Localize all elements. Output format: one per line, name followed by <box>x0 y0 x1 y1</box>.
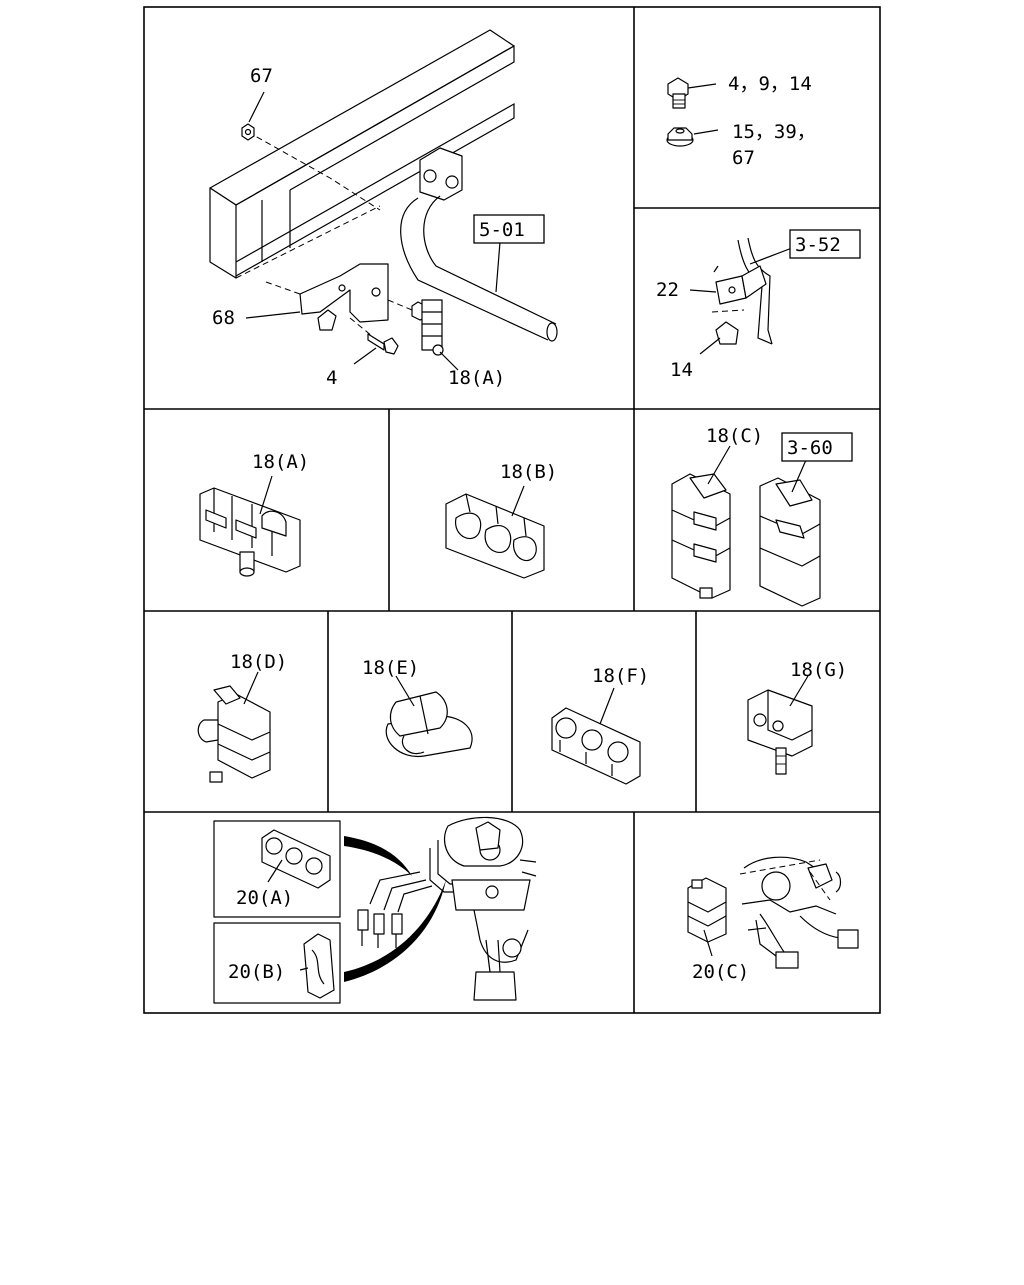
label-18g: 18(G) <box>790 659 847 681</box>
brake-pedal-assembly-drawing <box>357 816 537 1001</box>
leader-3-60 <box>791 459 807 493</box>
label-20b: 20(B) <box>228 961 285 983</box>
leader-18a-main <box>439 351 459 371</box>
label-22: 22 <box>656 279 679 301</box>
leader-18e <box>395 675 415 707</box>
clip-18a-mounted-drawing <box>387 299 459 371</box>
label-14: 14 <box>670 359 693 381</box>
panel-clip-18a: 18(A) <box>199 451 309 577</box>
panel-clip-18b: 18(B) <box>445 461 557 579</box>
panel-fasteners: 4，9，14 15，39， 67 <box>666 73 816 169</box>
label-18a-main: 18(A) <box>448 367 505 389</box>
ref-label-5-01: 5-01 <box>479 219 525 241</box>
clip-20b-drawing <box>299 933 335 999</box>
flange-bolt-icon <box>667 77 717 109</box>
leader-68 <box>245 311 301 319</box>
label-18d: 18(D) <box>230 651 287 673</box>
panel-pedal-clips: 20(A) 20(B) <box>213 816 537 1004</box>
leader-4 <box>353 347 377 365</box>
callout-arc-upper <box>344 836 412 876</box>
flange-nut-icon <box>666 127 719 147</box>
panel-clip-18g: 18(G) <box>747 659 847 775</box>
leader-20c <box>703 929 713 957</box>
label-68: 68 <box>212 307 235 329</box>
ref-box-3-52 <box>789 229 861 259</box>
leader-67 <box>248 91 265 123</box>
ref-label-3-52: 3-52 <box>795 234 841 256</box>
label-15-39: 15，39， <box>732 121 816 143</box>
panel-clip-18f: 18(F) <box>551 665 649 785</box>
panel-clip-20c: 20(C) <box>687 856 859 983</box>
label-67: 67 <box>250 65 273 87</box>
nut-67-drawing <box>241 91 265 141</box>
leader-20b <box>299 967 309 971</box>
leader-22 <box>689 289 717 293</box>
ref-box-3-60 <box>781 432 853 462</box>
label-67-fastener: 67 <box>732 147 755 169</box>
callout-arc-lower <box>344 880 446 982</box>
rail-bracket-drawing <box>419 147 463 201</box>
label-18b: 18(B) <box>500 461 557 483</box>
brake-pipe-drawing <box>400 195 558 342</box>
panel-clip-18d: 18(D) <box>197 651 287 783</box>
label-20a: 20(A) <box>236 887 293 909</box>
leader-20a <box>267 859 283 883</box>
leader-18a <box>259 475 273 515</box>
panel-main-assembly: 67 68 4 18(A) 5-01 <box>209 29 558 389</box>
leader-14 <box>699 337 721 355</box>
label-18e: 18(E) <box>362 657 419 679</box>
label-18a: 18(A) <box>252 451 309 473</box>
label-20c: 20(C) <box>692 961 749 983</box>
frame-rail-drawing <box>209 29 515 279</box>
leader-18g <box>789 675 809 707</box>
panel-clip-18e: 18(E) <box>362 657 473 758</box>
pedal-cluster-drawing <box>739 856 859 969</box>
bolt-4-drawing <box>349 317 399 365</box>
ref-box-5-01 <box>473 214 545 244</box>
label-18f: 18(F) <box>592 665 649 687</box>
label-4-9-14: 4，9，14 <box>728 73 812 95</box>
leader-18f <box>599 687 615 725</box>
label-18c: 18(C) <box>706 425 763 447</box>
ref-label-3-60: 3-60 <box>787 437 833 459</box>
diagram-frame <box>143 6 881 1014</box>
leader-18c <box>707 445 731 485</box>
leader-18b <box>511 485 525 517</box>
panel-clip-18c: 18(C) 3-60 <box>671 425 853 607</box>
panel-pipe-clip: 22 14 3-52 <box>656 229 861 381</box>
label-4: 4 <box>326 367 337 389</box>
leader-5-01 <box>495 241 501 293</box>
clip-20a-drawing <box>261 829 331 889</box>
leader-3-52 <box>749 247 793 265</box>
bracket-68-drawing <box>247 131 389 331</box>
leader-18d <box>243 671 259 705</box>
